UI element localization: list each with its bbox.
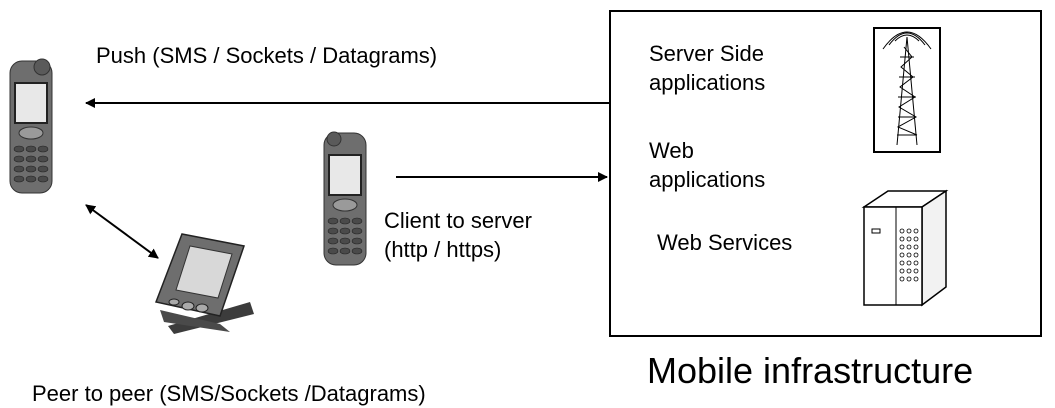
antenna-tower-icon bbox=[873, 27, 941, 153]
pda-icon bbox=[154, 233, 254, 334]
server-side-label-line1: Server Side bbox=[649, 41, 764, 66]
web-apps-label-line1: Web bbox=[649, 138, 694, 163]
mobile-phone-icon bbox=[9, 58, 53, 194]
peer-to-peer-arrow bbox=[85, 204, 159, 259]
client-server-label-line1: Client to server bbox=[384, 208, 532, 233]
client-server-label-line2: (http / https) bbox=[384, 237, 502, 262]
mobile-infrastructure-title: Mobile infrastructure bbox=[647, 350, 974, 391]
peer-to-peer-label: Peer to peer (SMS/Sockets /Datagrams) bbox=[32, 381, 426, 406]
web-apps-label-line2: applications bbox=[649, 167, 766, 192]
web-services-label: Web Services bbox=[657, 230, 793, 255]
push-label: Push (SMS / Sockets / Datagrams) bbox=[96, 43, 438, 68]
server-side-label-line2: applications bbox=[649, 70, 766, 95]
mobile-infrastructure-box bbox=[609, 10, 1042, 337]
mobile-phone-icon bbox=[323, 131, 367, 266]
server-computer-icon bbox=[861, 189, 949, 307]
